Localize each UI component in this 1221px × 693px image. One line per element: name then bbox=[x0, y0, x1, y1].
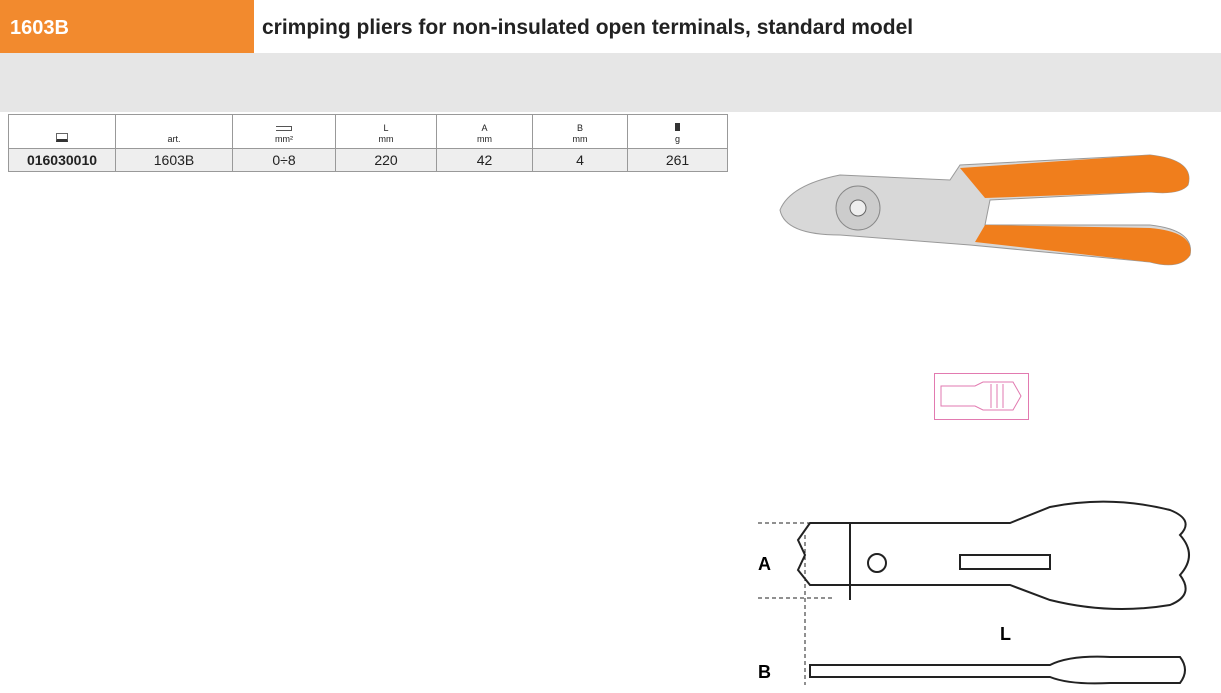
col-barcode bbox=[8, 114, 116, 149]
terminal-pictogram bbox=[934, 373, 1029, 420]
weight-icon bbox=[675, 123, 680, 131]
col-art: art. bbox=[115, 114, 233, 149]
label-b: B bbox=[758, 662, 771, 682]
product-code: 1603B bbox=[0, 0, 254, 53]
cell-l: 220 bbox=[335, 148, 437, 172]
table-row: 016030010 1603B 0÷8 220 42 4 261 bbox=[8, 148, 728, 172]
cell-weight: 261 bbox=[627, 148, 728, 172]
terminal-icon bbox=[276, 126, 292, 131]
col-section: mm² bbox=[232, 114, 336, 149]
dimension-diagram: A L B bbox=[758, 500, 1190, 685]
cell-art: 1603B bbox=[115, 148, 233, 172]
pliers-photo bbox=[779, 154, 1191, 266]
barcode-icon bbox=[56, 133, 68, 142]
cell-a: 42 bbox=[436, 148, 533, 172]
cell-section: 0÷8 bbox=[232, 148, 336, 172]
cell-code: 016030010 bbox=[8, 148, 116, 172]
header-band bbox=[0, 53, 1221, 112]
label-a: A bbox=[758, 554, 771, 574]
cell-b: 4 bbox=[532, 148, 628, 172]
product-title: crimping pliers for non-insulated open t… bbox=[262, 16, 914, 39]
col-weight: g bbox=[627, 114, 728, 149]
label-l: L bbox=[1000, 624, 1011, 644]
